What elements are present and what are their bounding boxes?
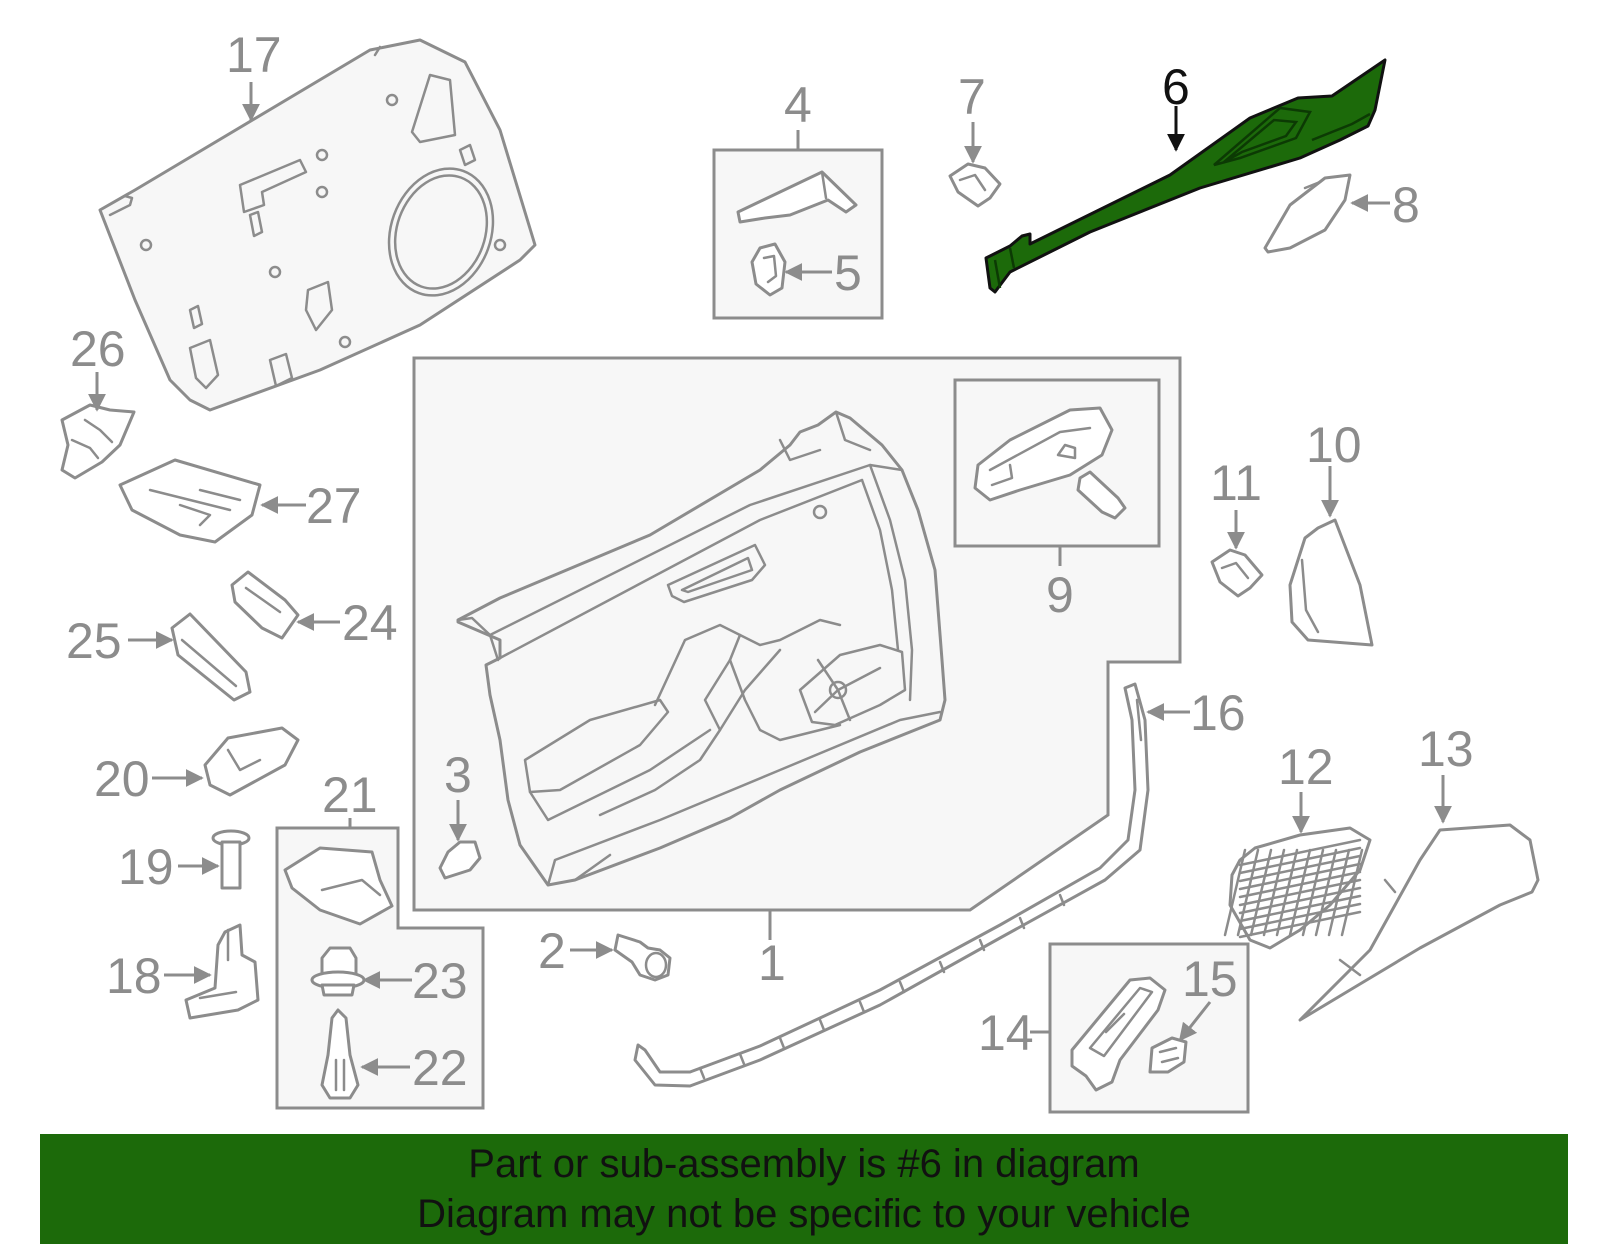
part-1-door-trim-panel: [456, 410, 947, 887]
part-15-clip: [1148, 1036, 1188, 1074]
part-11-clip: [1210, 548, 1264, 598]
grille-line: [1238, 854, 1362, 883]
callout-17: 17: [226, 27, 282, 83]
box-14-15: [1048, 942, 1250, 1114]
grille-line: [1238, 838, 1362, 867]
part-5-clip: [750, 242, 787, 297]
grille-line: [1238, 910, 1362, 939]
info-banner: Part or sub-assembly is #6 in diagram Di…: [40, 1134, 1568, 1244]
callout-20: 20: [94, 751, 150, 807]
callout-8: 8: [1392, 177, 1420, 233]
callout-18: 18: [106, 948, 162, 1004]
callout-5: 5: [834, 245, 862, 301]
part-12-speaker-grille: [1223, 826, 1372, 950]
callout-15: 15: [1182, 951, 1238, 1007]
part-26-switch: [60, 403, 136, 480]
grille-line: [1238, 870, 1362, 899]
part-9-screw: [1076, 470, 1127, 520]
part-8-cover: [1263, 173, 1352, 254]
grille-line: [1340, 848, 1364, 937]
part-6-upper-trim-highlighted: [984, 58, 1387, 294]
leader-15: [1178, 1001, 1212, 1042]
part-23-nut: [310, 946, 366, 997]
part-10-cover: [1288, 518, 1374, 647]
part-14-switch-panel: [1070, 976, 1167, 1092]
callout-2: 2: [538, 923, 566, 979]
callout-11: 11: [1210, 455, 1262, 511]
callout-10: 10: [1306, 417, 1362, 473]
part-4-bracket: [736, 170, 858, 224]
callout-24: 24: [342, 595, 398, 651]
part-25-button: [170, 612, 252, 702]
callout-1: 1: [758, 935, 786, 991]
grille-line: [1238, 862, 1362, 891]
banner-line-2: Diagram may not be specific to your vehi…: [417, 1192, 1191, 1236]
grille-line: [1238, 902, 1362, 931]
callout-27: 27: [306, 478, 362, 534]
callout-6: 6: [1162, 59, 1190, 115]
box-4-5: [712, 148, 884, 320]
part-2-screw: [613, 933, 672, 982]
callout-9: 9: [1046, 567, 1074, 623]
callout-13: 13: [1418, 721, 1474, 777]
callout-16: 16: [1190, 685, 1246, 741]
callout-25: 25: [66, 613, 122, 669]
grille-line: [1238, 894, 1362, 923]
callout-3: 3: [444, 747, 472, 803]
callout-14: 14: [978, 1005, 1034, 1061]
grille-line: [1262, 848, 1286, 937]
callout-21: 21: [322, 767, 378, 823]
part-18-bracket: [184, 923, 260, 1020]
part-3-cap: [438, 840, 482, 880]
callout-19: 19: [118, 839, 174, 895]
part-20-bracket: [203, 726, 300, 797]
part-16-seal: [633, 682, 1150, 1088]
part-24-switch: [230, 570, 300, 640]
banner-line-1: Part or sub-assembly is #6 in diagram: [468, 1142, 1140, 1186]
callout-7: 7: [958, 69, 986, 125]
callout-26: 26: [70, 321, 126, 377]
grille-line: [1238, 846, 1362, 875]
callout-22: 22: [412, 1040, 468, 1096]
part-7-clip: [948, 162, 1002, 208]
part-21-housing: [283, 846, 394, 926]
part-9-handle: [973, 406, 1114, 502]
part-19-plug: [211, 829, 251, 890]
callout-12: 12: [1278, 739, 1334, 795]
part-17-door-shield: [98, 38, 537, 412]
callout-4: 4: [784, 77, 812, 133]
grille-line: [1301, 848, 1325, 937]
part-22-bulb: [320, 1008, 360, 1100]
part-13-panel: [1298, 823, 1540, 1022]
callout-23: 23: [412, 953, 468, 1009]
part-27-module: [118, 458, 262, 544]
grille-line: [1327, 848, 1351, 937]
